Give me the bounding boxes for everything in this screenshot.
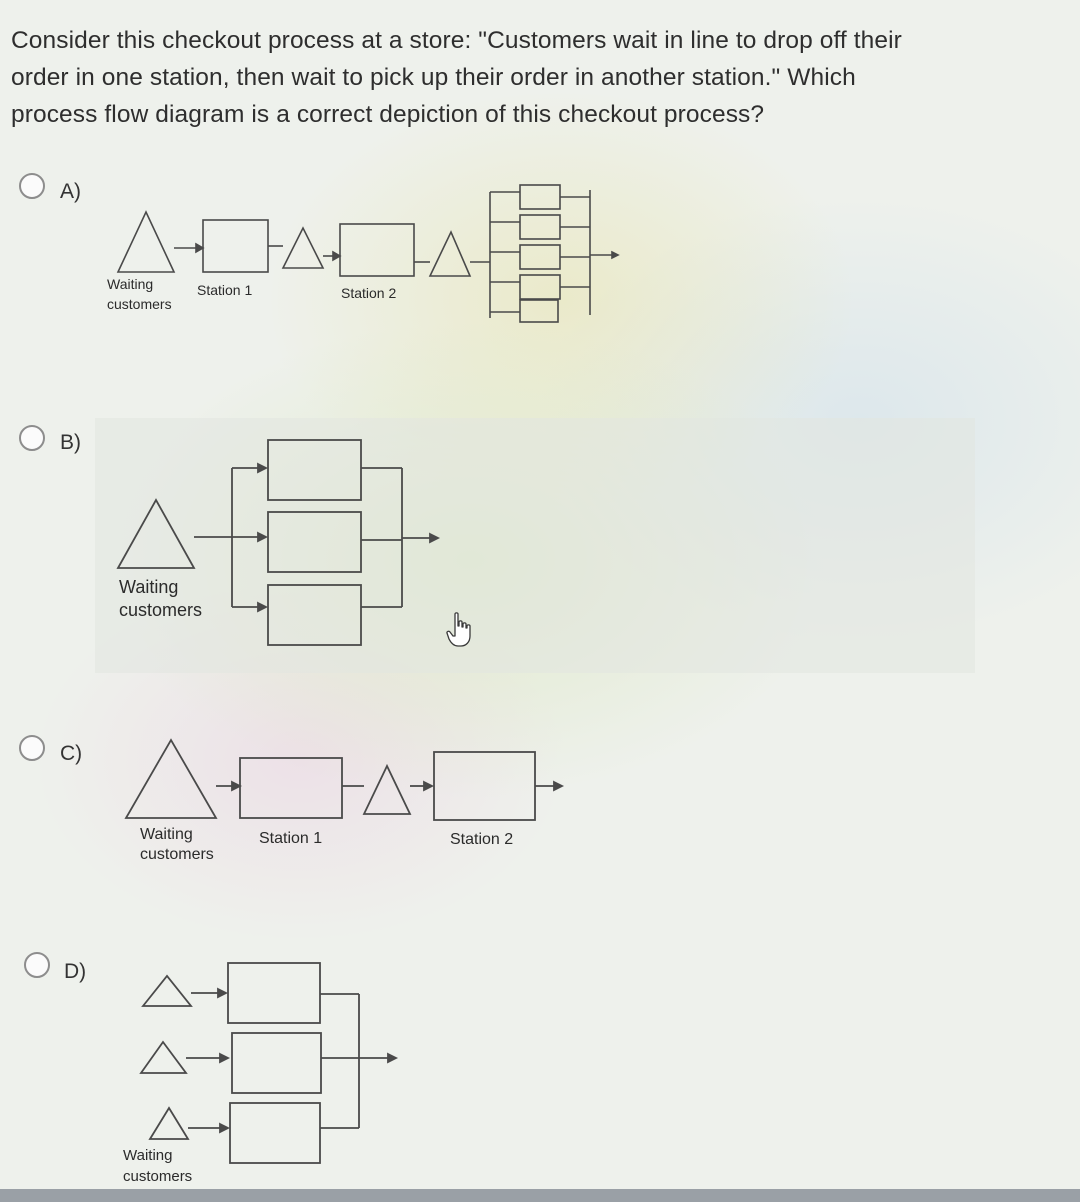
station-box xyxy=(267,584,362,646)
option-b-waiting-label: Waiting xyxy=(119,577,178,597)
station-box xyxy=(227,962,321,1024)
option-c-diagram: Waiting customers Station 1 Station 2 xyxy=(124,738,565,863)
option-c-letter: C) xyxy=(60,742,83,765)
option-c-radio[interactable] xyxy=(19,735,45,761)
station-box xyxy=(267,511,362,573)
option-c-waiting-label-2: customers xyxy=(140,846,214,863)
option-c-station-2-label: Station 2 xyxy=(450,831,513,848)
option-a-diagram: Waiting customers Station 1 Station 2 xyxy=(107,184,620,323)
option-c-waiting-label: Waiting xyxy=(140,826,193,843)
option-a-station-2-label: Station 2 xyxy=(341,285,396,301)
waiting-triangle xyxy=(281,226,325,269)
waiting-triangle xyxy=(116,210,176,273)
waiting-triangle xyxy=(148,1106,190,1140)
option-b-radio[interactable] xyxy=(19,425,45,451)
question-line-2: order in one station, then wait to pick … xyxy=(11,64,856,91)
waiting-triangle xyxy=(124,738,218,819)
waiting-triangle xyxy=(139,1040,188,1074)
bottom-scrollbar[interactable] xyxy=(0,1189,1080,1202)
option-a-waiting-label-2: customers xyxy=(107,296,172,312)
waiting-triangle xyxy=(362,763,412,815)
station-box xyxy=(267,439,362,501)
question-text: Consider this checkout process at a stor… xyxy=(11,22,971,133)
option-c-station-1-label: Station 1 xyxy=(259,830,322,847)
station-2-box xyxy=(339,223,415,277)
option-a-letter: A) xyxy=(60,180,81,203)
station-box xyxy=(229,1102,321,1164)
option-b-highlight xyxy=(95,418,975,673)
waiting-triangle xyxy=(116,498,196,569)
option-a-waiting-label: Waiting xyxy=(107,276,153,292)
station-1-box xyxy=(239,757,343,819)
option-b-waiting-label-2: customers xyxy=(119,600,202,620)
question-line-1: Consider this checkout process at a stor… xyxy=(11,27,902,54)
option-a-station-1-label: Station 1 xyxy=(197,282,252,298)
option-d-radio[interactable] xyxy=(24,952,50,978)
option-d-waiting-label: Waiting xyxy=(123,1147,172,1164)
waiting-triangle xyxy=(428,230,472,277)
option-b-letter: B) xyxy=(60,431,81,454)
waiting-triangle xyxy=(141,974,193,1007)
option-a-radio[interactable] xyxy=(19,173,45,199)
question-line-3: process flow diagram is a correct depict… xyxy=(11,101,765,128)
option-b-diagram: Waiting customers xyxy=(116,439,441,646)
hand-pointer-icon xyxy=(446,612,471,647)
station-box xyxy=(231,1032,322,1094)
option-d-waiting-label-2: customers xyxy=(123,1168,192,1185)
option-d-letter: D) xyxy=(64,960,87,983)
